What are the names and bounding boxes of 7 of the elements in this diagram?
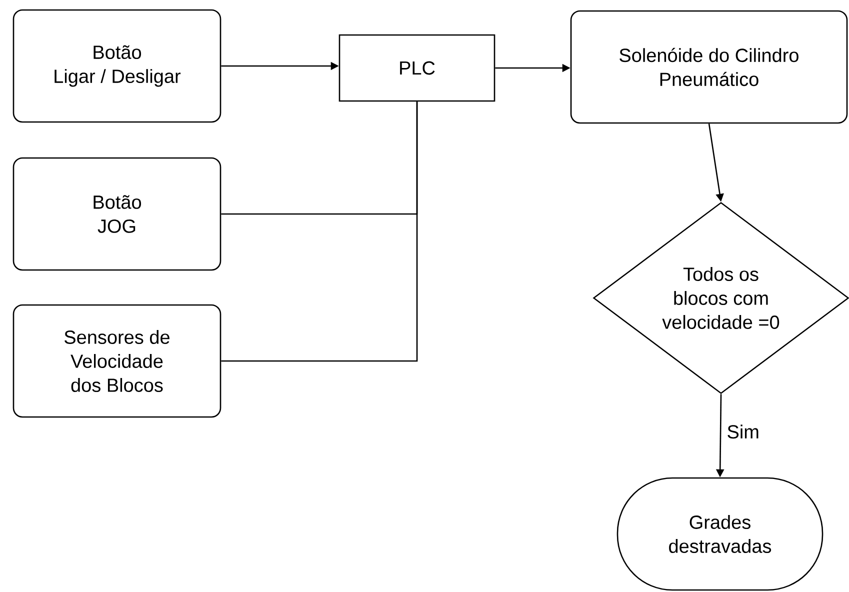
process-box: Sensores de Velocidade dos Blocos [12, 304, 222, 418]
terminal-box: Grades destravadas [616, 477, 824, 591]
process-box: PLC [338, 34, 496, 102]
process-box: Botão JOG [12, 157, 222, 271]
process-box: Solenóide do Cilindro Pneumático [570, 10, 848, 124]
process-box: Botão Ligar / Desligar [12, 9, 222, 123]
edge-label: Sim [724, 422, 762, 441]
